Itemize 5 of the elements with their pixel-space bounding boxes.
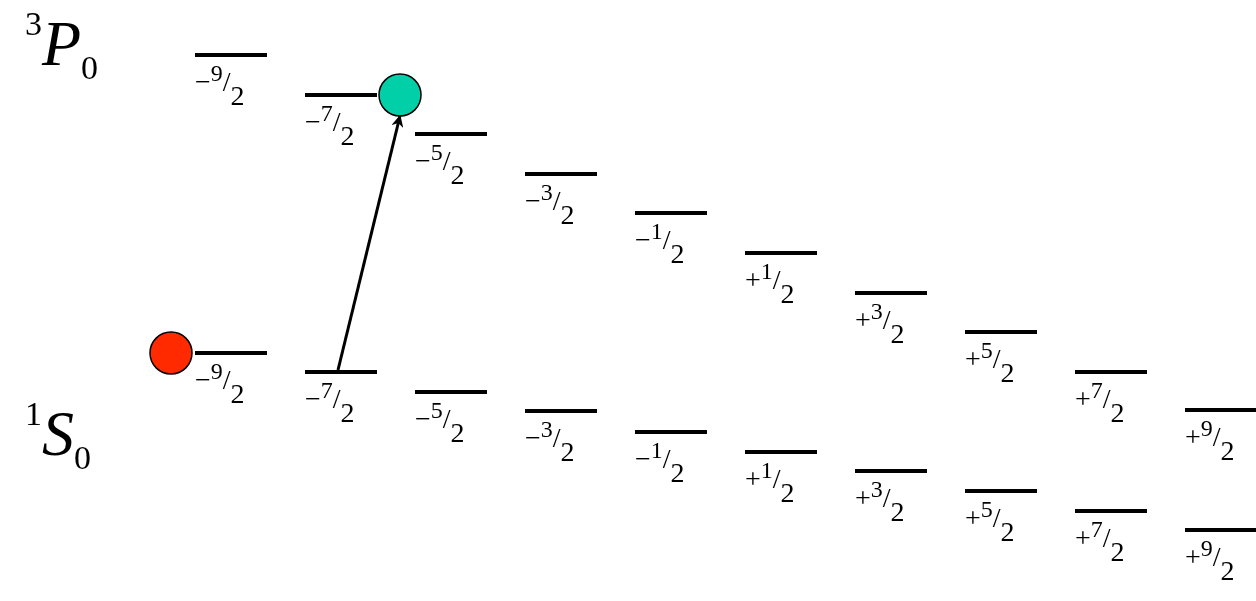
- state-label: $^{3}$P$_{0}$: [25, 5, 99, 87]
- state-label: $^{1}$S$_{0}$: [25, 395, 91, 477]
- transition-arrow: [336, 114, 404, 371]
- atom-marker: [378, 73, 422, 117]
- atom-marker: [149, 331, 193, 375]
